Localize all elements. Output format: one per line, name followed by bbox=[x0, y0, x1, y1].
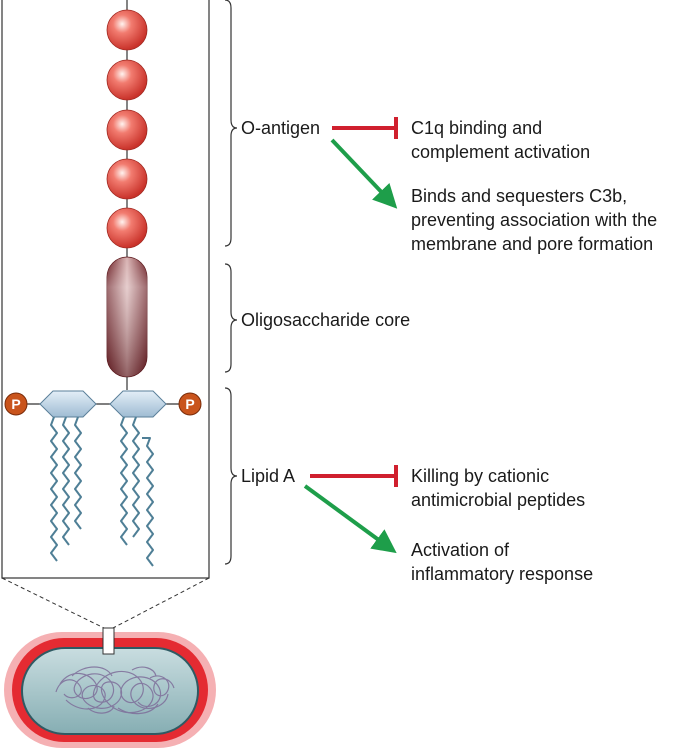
brace-o-antigen bbox=[224, 0, 238, 247]
brace-core bbox=[224, 263, 238, 373]
bacterium-outer-membrane bbox=[21, 647, 199, 735]
promotion-arrows bbox=[303, 138, 398, 554]
lipid-chains bbox=[50, 416, 154, 567]
oligosaccharide-core-unit bbox=[106, 256, 148, 378]
inhibition-arrows bbox=[310, 117, 398, 487]
effect-line: Killing by cationic bbox=[411, 466, 550, 486]
label-o-antigen: O-antigen bbox=[241, 118, 321, 138]
effect-line: C1q binding and bbox=[411, 118, 543, 138]
effect-line: complement activation bbox=[411, 142, 591, 162]
promote-arrow-lipid-a bbox=[303, 484, 397, 554]
sugar-sphere bbox=[106, 9, 148, 51]
effect-line: membrane and pore formation bbox=[411, 234, 654, 254]
phosphate-left: P bbox=[4, 392, 28, 416]
fatty-acid-chain bbox=[120, 416, 128, 546]
bacterium bbox=[4, 627, 216, 748]
fatty-acid-chain bbox=[74, 416, 82, 530]
effect-line: antimicrobial peptides bbox=[411, 490, 586, 510]
sugar-sphere bbox=[106, 59, 148, 101]
phosphate-right: P bbox=[178, 392, 202, 416]
fatty-acid-chain bbox=[132, 416, 140, 538]
phosphate-label: P bbox=[11, 396, 20, 412]
fatty-acid-chain bbox=[50, 416, 58, 562]
effect-o-antigen-inhibits: C1q binding and complement activation bbox=[411, 116, 590, 164]
promote-arrow-o-antigen bbox=[330, 138, 398, 209]
fatty-acid-chain bbox=[62, 416, 70, 546]
o-antigen-sugars bbox=[106, 9, 148, 249]
zoom-marker bbox=[102, 627, 115, 655]
effect-line: inflammatory response bbox=[411, 564, 594, 584]
sugar-sphere bbox=[106, 109, 148, 151]
effect-line: preventing association with the bbox=[411, 210, 658, 230]
effect-o-antigen-promotes: Binds and sequesters C3b, preventing ass… bbox=[411, 184, 657, 256]
effect-line: Binds and sequesters C3b, bbox=[411, 186, 628, 206]
fatty-acid-chain bbox=[142, 437, 154, 567]
zoom-lines bbox=[1, 577, 210, 629]
sugar-sphere bbox=[106, 158, 148, 200]
glucosamine-right bbox=[109, 390, 167, 418]
label-oligosaccharide-core: Oligosaccharide core bbox=[241, 310, 411, 330]
inhibit-arrow-o-antigen bbox=[332, 117, 398, 139]
lps-frame bbox=[1, 0, 210, 579]
label-lipid-a: Lipid A bbox=[241, 466, 296, 486]
inhibit-arrow-lipid-a bbox=[310, 465, 398, 487]
glucosamine-left bbox=[39, 390, 97, 418]
nucleoid-dna bbox=[55, 666, 175, 715]
effect-line: Activation of bbox=[411, 540, 510, 560]
sugar-sphere bbox=[106, 207, 148, 249]
effect-lipid-a-inhibits: Killing by cationic antimicrobial peptid… bbox=[411, 464, 585, 512]
effect-lipid-a-promotes: Activation of inflammatory response bbox=[411, 538, 593, 586]
brace-lipid-a bbox=[224, 387, 238, 565]
braces bbox=[224, 0, 238, 565]
phosphate-label: P bbox=[185, 396, 194, 412]
